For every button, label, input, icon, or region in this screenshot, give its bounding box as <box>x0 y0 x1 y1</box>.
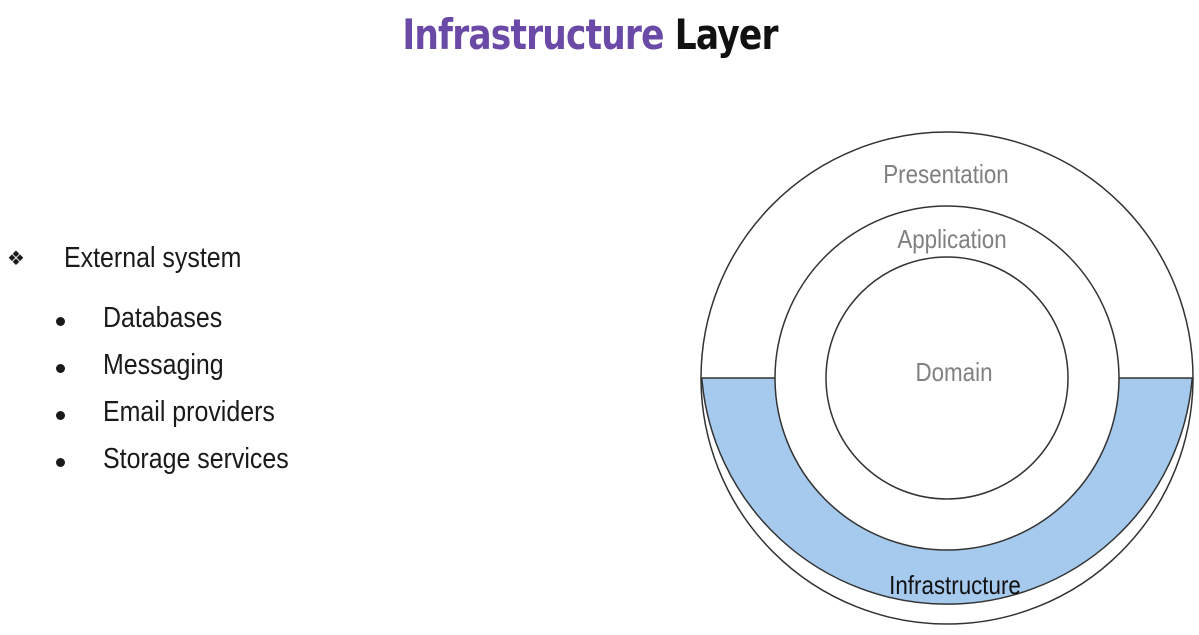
dot-bullet-icon <box>56 317 65 326</box>
title-rest: Layer <box>674 10 779 59</box>
slide-title: Infrastructure Layer <box>106 10 1074 59</box>
sub-bullet-label: Databases <box>103 302 223 334</box>
application-label: Application <box>897 225 1006 254</box>
diamond-four-icon: ❖ <box>7 248 25 270</box>
dot-bullet-icon <box>56 458 65 467</box>
main-bullet-item: ❖ External system <box>0 238 600 284</box>
bullet-list: ❖ External system Databases Messaging Em… <box>0 238 600 490</box>
sub-bullet-label: Email providers <box>103 396 275 428</box>
title-accent: Infrastructure <box>402 10 664 59</box>
domain-core <box>825 256 1069 500</box>
dot-bullet-icon <box>56 364 65 373</box>
domain-label: Domain <box>915 358 992 387</box>
sub-bullet-list: Databases Messaging Email providers Stor… <box>0 302 600 490</box>
presentation-label: Presentation <box>883 160 1008 189</box>
sub-bullet-item: Messaging <box>0 349 600 396</box>
sub-bullet-item: Storage services <box>0 443 600 490</box>
sub-bullet-item: Email providers <box>0 396 600 443</box>
sub-bullet-label: Messaging <box>103 349 224 381</box>
main-bullet-label: External system <box>64 242 242 274</box>
infrastructure-label: Infrastructure <box>889 571 1021 600</box>
sub-bullet-label: Storage services <box>103 443 289 475</box>
dot-bullet-icon <box>56 411 65 420</box>
onion-layer-diagram: Presentation Application Domain Infrastr… <box>700 131 1194 625</box>
sub-bullet-item: Databases <box>0 302 600 349</box>
